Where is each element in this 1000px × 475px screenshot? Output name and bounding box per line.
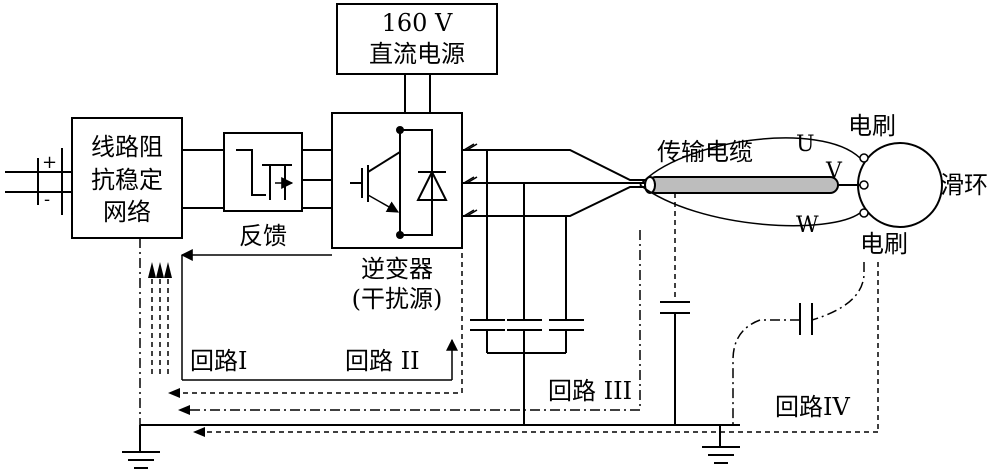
network-label-2: 抗稳定 (91, 166, 163, 194)
network-label-3: 网络 (103, 198, 151, 226)
feedback-label: 反馈 (239, 222, 287, 250)
network-label-1: 线路阻 (91, 133, 163, 161)
impedance-network-box: 线路阻 抗稳定 网络 (71, 117, 183, 239)
inverter-box (331, 112, 463, 249)
dc-source-label-1: 160 V (382, 9, 453, 37)
brush-ground-path (732, 262, 879, 432)
brush-top-label: 电刷 (848, 112, 896, 140)
loop-ii-label: 回路 II (345, 347, 420, 375)
battery-symbol: + - (5, 148, 72, 215)
output-ticks (463, 143, 478, 217)
loop-iv-path: 回路IV (193, 393, 878, 437)
slip-ring-label: 滑环 (940, 171, 988, 199)
loop-iii-path: 回路 III (178, 230, 641, 415)
dc-source-label-2: 直流电源 (369, 40, 465, 68)
battery-minus-label: - (44, 189, 50, 210)
loop-i-path: 回路I 回路 II (180, 249, 458, 381)
ground-right (702, 425, 740, 464)
inverter-label-1: 逆变器 (361, 255, 433, 283)
network-ground-paths (139, 238, 172, 425)
loop-i-label: 回路I (190, 347, 247, 375)
parasitic-capacitors (470, 150, 584, 425)
loop-iv-label: 回路IV (775, 393, 850, 421)
cable-shield-path (660, 193, 690, 425)
three-phase-wires (462, 149, 648, 217)
phase-w-label: W (796, 213, 819, 238)
ground-left (122, 432, 160, 469)
loop-iii-label: 回路 III (548, 377, 632, 405)
feedback-block: 反馈 (223, 132, 303, 250)
phase-u-label: U (796, 132, 815, 157)
phase-v-label: V (825, 159, 843, 184)
slip-ring: 滑环 电刷 电刷 U V W (639, 112, 988, 258)
dc-source-box: 160 V 直流电源 (336, 3, 498, 75)
inverter-label-2: (干扰源) (352, 285, 443, 313)
brush-bottom-label: 电刷 (860, 230, 908, 258)
loop-ii-path (168, 235, 463, 398)
battery-plus-label: + (42, 152, 57, 173)
